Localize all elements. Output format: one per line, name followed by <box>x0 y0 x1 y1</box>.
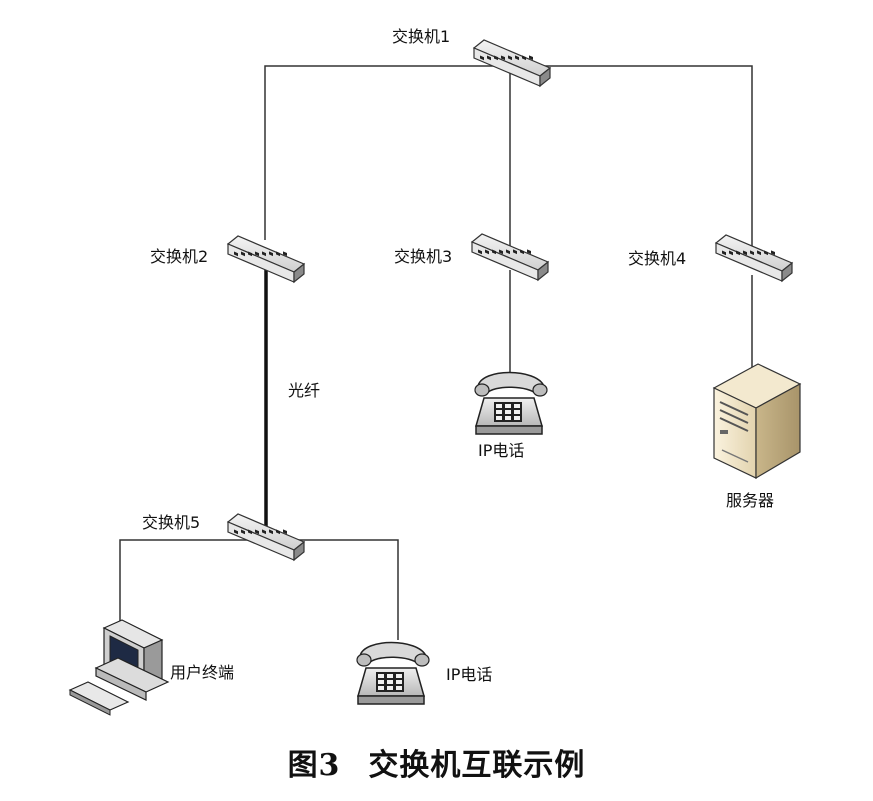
figure-title: 交换机互联示例 <box>368 748 586 783</box>
user-terminal-label: 用户终端 <box>170 663 235 682</box>
switch1-label: 交换机1 <box>392 27 451 46</box>
link-switch5-user-terminal <box>119 539 265 630</box>
connections <box>119 65 753 640</box>
switch4-icon <box>715 234 793 282</box>
ip-phone-top-icon <box>474 371 548 435</box>
figure-caption: 图3 交换机互联示例 <box>0 740 873 784</box>
server-label: 服务器 <box>726 491 775 510</box>
server-icon <box>712 363 802 480</box>
fiber-label: 光纤 <box>288 381 321 400</box>
figure-number: 图3 <box>287 748 341 783</box>
switch4-label: 交换机4 <box>628 249 687 268</box>
link-switch1-switch4 <box>510 65 753 260</box>
user-terminal-icon <box>68 619 170 716</box>
ip-phone-top-label: IP电话 <box>478 441 525 460</box>
switch1-icon <box>473 39 551 87</box>
switch3-label: 交换机3 <box>394 247 453 266</box>
switch5-label: 交换机5 <box>142 513 201 532</box>
ip-phone-bottom-icon <box>356 641 430 705</box>
link-switch1-switch2 <box>264 65 510 240</box>
link-switch5-ip-phone <box>265 539 399 640</box>
ip-phone-bottom-label: IP电话 <box>446 665 493 684</box>
switch2-label: 交换机2 <box>150 247 209 266</box>
